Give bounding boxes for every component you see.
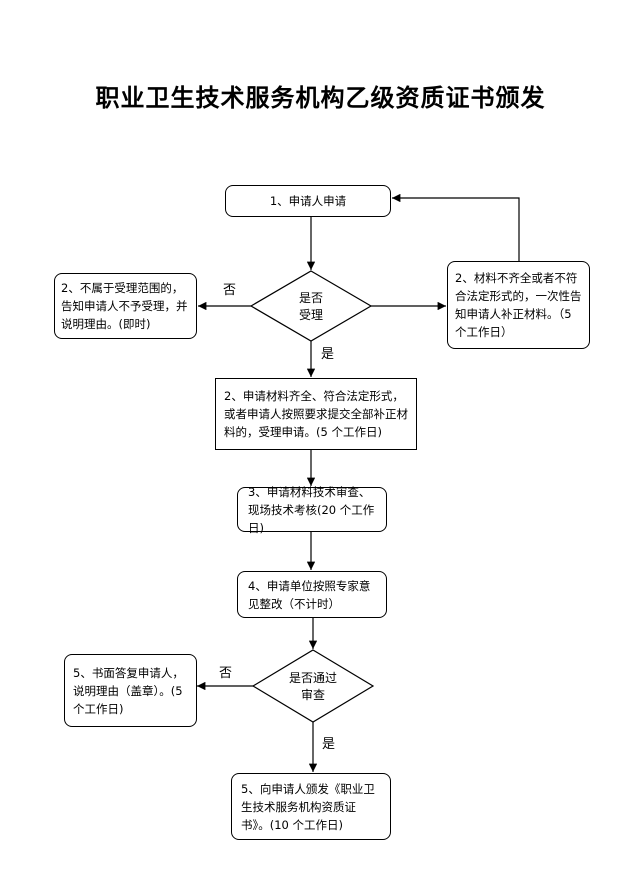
node-review-label: 3、申请材料技术审查、现场技术考核(20 个工作日) <box>248 484 375 535</box>
edge-label-no-accept: 否 <box>223 283 237 298</box>
node-written-reply: 5、书面答复申请人，说明理由（盖章）。(5 个工作日) <box>64 654 197 727</box>
node-rectify: 4、申请单位按照专家意见整改（不计时） <box>237 571 387 618</box>
node-reject-label: 2、不属于受理范围的，告知申请人不予受理，并说明理由。(即时) <box>61 281 188 331</box>
page-title: 职业卫生技术服务机构乙级资质证书颁发 <box>95 83 546 112</box>
edge-label-yes-pass: 是 <box>322 737 336 752</box>
node-accept-label: 2、申请材料齐全、符合法定形式，或者申请人按照要求提交全部补正材料的，受理申请。… <box>224 389 408 439</box>
node-review: 3、申请材料技术审查、现场技术考核(20 个工作日) <box>237 485 387 535</box>
decision-accept-label: 是否 受理 <box>298 291 323 322</box>
node-apply: 1、申请人申请 <box>225 185 391 217</box>
node-apply-label: 1、申请人申请 <box>269 193 347 208</box>
node-reject-not-in-scope: 2、不属于受理范围的，告知申请人不予受理，并说明理由。(即时) <box>54 273 197 339</box>
edge-label-no-pass: 否 <box>219 666 233 681</box>
node-written-reply-label: 5、书面答复申请人，说明理由（盖章）。(5 个工作日) <box>73 665 184 716</box>
node-rectify-label: 4、申请单位按照专家意见整改（不计时） <box>248 578 371 611</box>
node-incomplete-materials: 2、材料不齐全或者不符合法定形式的，一次性告知申请人补正材料。（5 个工作日） <box>447 261 590 349</box>
decision-pass-label: 是否通过 审查 <box>288 671 337 702</box>
node-incomplete-label: 2、材料不齐全或者不符合法定形式的，一次性告知申请人补正材料。（5 个工作日） <box>455 271 582 339</box>
node-accept: 2、申请材料齐全、符合法定形式，或者申请人按照要求提交全部补正材料的，受理申请。… <box>215 378 417 450</box>
node-issue-cert: 5、向申请人颁发《职业卫生技术服务机构资质证书》。(10 个工作日) <box>231 773 391 840</box>
arrow-incomplete-to-apply <box>392 193 520 261</box>
node-issue-cert-label: 5、向申请人颁发《职业卫生技术服务机构资质证书》。(10 个工作日) <box>241 781 375 832</box>
edge-label-yes-accept: 是 <box>321 347 335 362</box>
